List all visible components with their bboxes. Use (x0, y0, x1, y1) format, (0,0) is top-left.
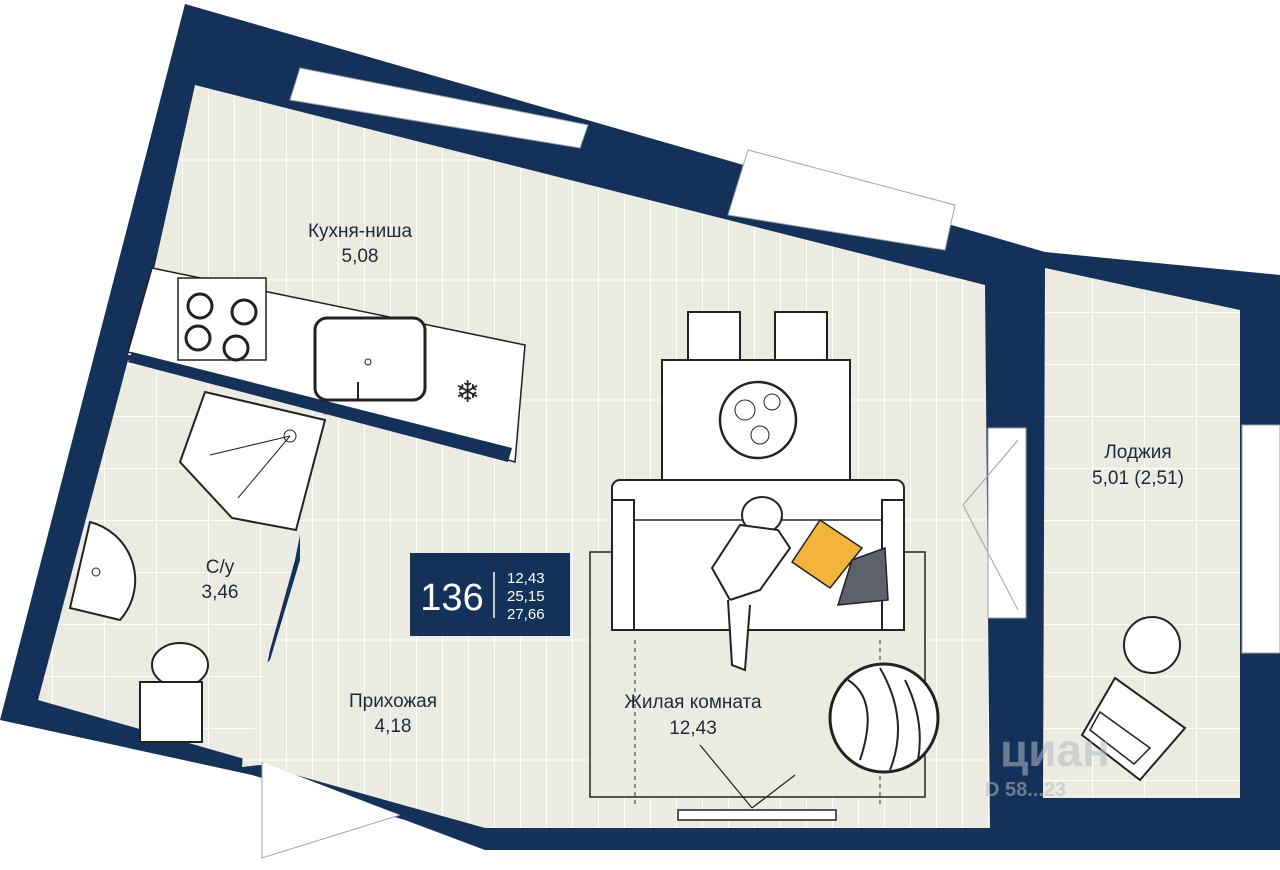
kitchen-counter: ❄ (127, 267, 526, 463)
watermark-id: D 58...23 (985, 779, 1066, 801)
washbasin-icon (68, 520, 137, 622)
room-label-bathroom: С/у (206, 557, 235, 578)
svg-text:❄: ❄ (455, 375, 480, 410)
person-icon (710, 496, 792, 672)
watermark: циан D 58...23 (985, 724, 1110, 801)
loggia-table-icon (1123, 616, 1181, 674)
toilet-icon (139, 642, 209, 743)
stove-icon (177, 277, 267, 362)
window-loggia (1241, 424, 1280, 654)
area-living: 12,43 (507, 570, 545, 587)
pillow-icon (790, 518, 889, 606)
tv-icon (677, 744, 837, 821)
window-left (289, 67, 589, 149)
window-right (727, 149, 956, 251)
coffee-table-icon (828, 662, 940, 774)
room-area-living: 12,43 (669, 718, 717, 739)
room-label-kitchen: Кухня-ниша (308, 221, 413, 242)
apartment-number: 136 (420, 577, 483, 619)
area-total: 27,66 (507, 606, 545, 623)
dining-table-icon (661, 311, 851, 481)
floor-loggia (1043, 268, 1240, 798)
apartment-info-badge: 136 12,43 25,15 27,66 (410, 553, 570, 636)
room-area-loggia: 5,01 (2,51) (1092, 468, 1184, 489)
room-area-hallway: 4,18 (375, 716, 412, 737)
shower-icon (178, 390, 327, 532)
armchair-icon (1080, 676, 1187, 782)
room-label-hallway: Прихожая (349, 691, 437, 712)
watermark-brand: циан (1000, 724, 1110, 776)
area-living-total: 25,15 (507, 588, 545, 605)
room-area-bathroom: 3,46 (202, 582, 239, 603)
room-label-loggia: Лоджия (1104, 442, 1171, 463)
room-area-kitchen: 5,08 (342, 246, 379, 267)
room-label-living: Жилая комната (624, 692, 762, 713)
entry-door (261, 762, 401, 859)
loggia-door (962, 427, 1027, 619)
fridge-icon: ❄ (455, 375, 480, 410)
sink-icon (313, 316, 427, 402)
